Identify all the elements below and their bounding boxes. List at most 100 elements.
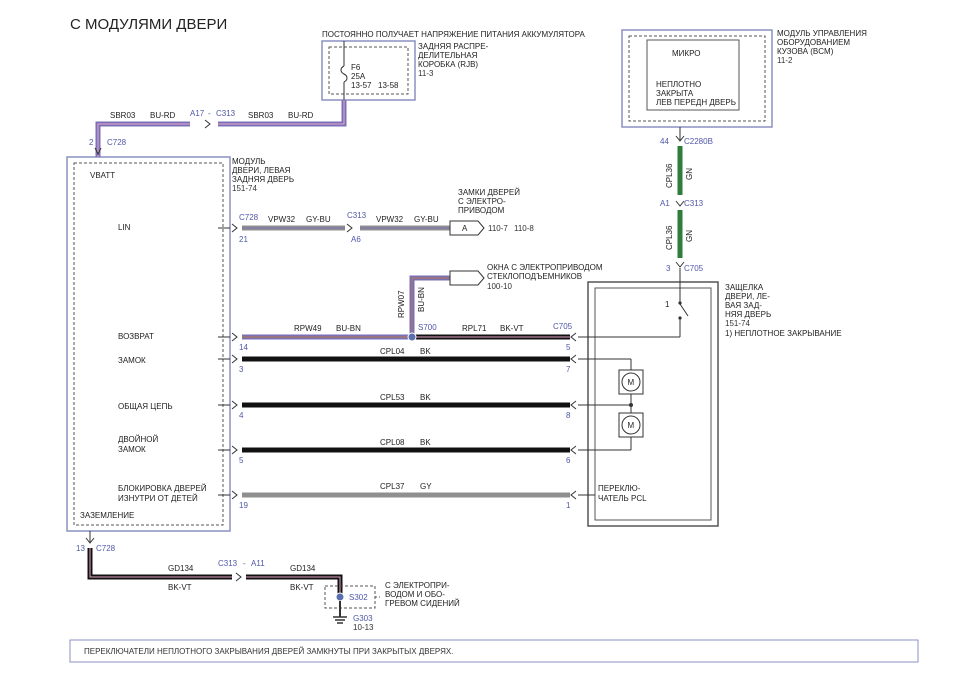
connector-arrow-icon [204, 119, 211, 129]
bcm-inner-line-1: НЕПЛОТНО [656, 80, 701, 89]
rjb-name-line-1: ЗАДНЯЯ РАСПРЕ- [418, 42, 489, 51]
windows-line-1: ОКНА С ЭЛЕКТРОПРИВОДОМ [487, 263, 603, 272]
latch-ref: 151-74 [725, 319, 750, 328]
windows-line-2: СТЕКЛОПОДЪЕМНИКОВ [487, 272, 582, 281]
connector-arrow-icon [231, 400, 238, 410]
bcm-inner-line-2: ЗАКРЫТА [656, 89, 694, 98]
pin-21: 21 [239, 235, 248, 244]
footer-note-box [69, 639, 919, 663]
wire-cpl04: 3 CPL04 BK 7 [218, 347, 577, 374]
motor-icon [621, 372, 641, 392]
connector-arrow-icon [570, 332, 577, 342]
connector-c728-lin: C728 [239, 213, 259, 222]
door-latch: ЗАЩЕЛКА ДВЕРИ, ЛЕ- ВАЯ ЗАД- НЯЯ ДВЕРЬ 15… [578, 281, 842, 527]
wire-cpl53-name: CPL53 [380, 393, 405, 402]
child-lock-label-1: БЛОКИРОВКА ДВЕРЕЙ [118, 484, 207, 493]
latch-footnote: 1) НЕПЛОТНОЕ ЗАКРЫВАНИЕ [725, 329, 842, 338]
wire-gd134-left-stripe [89, 548, 232, 578]
connector-arrow-icon [570, 400, 577, 410]
rjb-name-line-3: КОРОБКА (RJB) [418, 60, 478, 69]
connector-c705-return: C705 [553, 322, 573, 331]
pin-3: 3 [239, 365, 244, 374]
motor1-label: M [628, 378, 635, 387]
connector-dash-2: - [243, 559, 246, 568]
pin-4: 4 [239, 411, 244, 420]
connector-a17: A17 [190, 109, 205, 118]
connector-arrow-icon [570, 445, 577, 455]
bcm-ref: 11-2 [777, 56, 793, 65]
bcm-micro-box [646, 39, 740, 111]
door-locks-line-1: ЗАМКИ ДВЕРЕЙ [458, 188, 520, 197]
bcm-name-line-2: ОБОРУДОВАНИЕМ [777, 38, 850, 47]
wire-cpl36: 44 C2280B CPL36 GN A1 C313 CPL36 GN 3 C7… [660, 127, 713, 282]
door-module-outer-box [66, 156, 231, 532]
door-locks-tag-label: A [462, 224, 468, 233]
connector-arrow-icon [231, 490, 238, 500]
wire-sbr03-right-stripe [218, 100, 345, 125]
latch-switch-pin: 1 [665, 300, 670, 309]
connector-arrow-icon [346, 223, 353, 233]
wire-gd134: 13 C728 GD134 BK-VT C313 - A11 GD134 BK-… [76, 531, 460, 632]
connector-arrow-icon [235, 572, 242, 582]
door-locks-line-2: С ЭЛЕКТРО- [458, 197, 506, 206]
pin-44: 44 [660, 137, 669, 146]
bcm-inner-line-3: ЛЕВ ПЕРЕДН ДВЕРЬ [656, 98, 736, 107]
wire-cpl04-color: BK [420, 347, 431, 356]
child-lock-label-2: ИЗНУТРИ ОТ ДЕТЕЙ [118, 494, 198, 503]
door-module-name-line-3: ЗАДНЯЯ ДВЕРЬ [232, 175, 294, 184]
wire-cpl36-name-upper: CPL36 [665, 163, 674, 188]
connector-a11: A11 [251, 559, 265, 568]
wire-cpl08-color: BK [420, 438, 431, 447]
rjb-pin-a: 13-57 [351, 81, 372, 90]
wire-rpw07-name: RPW07 [397, 290, 406, 318]
door-module-name-line-1: МОДУЛЬ [232, 157, 266, 166]
wire-cpl37-name: CPL37 [380, 482, 405, 491]
wire-vpw32-name-right: VPW32 [376, 215, 404, 224]
wire-rpl71-color: BK-VT [500, 324, 524, 333]
rjb-battery-note: ПОСТОЯННО ПОЛУЧАЕТ НАПРЯЖЕНИЕ ПИТАНИЯ АК… [322, 30, 586, 39]
wire-vpw32-color-right: GY-BU [414, 215, 439, 224]
motor-icon [621, 415, 641, 435]
wire-sbr03: SBR03 BU-RD SBR03 BU-RD A17 - C313 2 C72… [89, 100, 347, 157]
wire-gd134-color-left: BK-VT [168, 583, 192, 592]
door-locks-tag [449, 220, 485, 236]
wire-cpl08-name: CPL08 [380, 438, 405, 447]
lin-label: LIN [118, 223, 131, 232]
connector-c313-top: C313 [216, 109, 236, 118]
connector-c705-latch: C705 [684, 264, 704, 273]
windows-ref: 100-10 [487, 282, 512, 291]
windows-tag [449, 270, 485, 286]
connector-arrow-icon [570, 490, 577, 500]
wire-gd134-color-right: BK-VT [290, 583, 314, 592]
wire-vpw32-color-left: GY-BU [306, 215, 331, 224]
pin-right-7: 7 [566, 365, 571, 374]
splice-s302-label: S302 [349, 593, 368, 602]
connector-c728-vbatt: C728 [107, 138, 127, 147]
vbatt-label: VBATT [90, 171, 115, 180]
latch-name-line-2: ДВЕРИ, ЛЕ- [725, 292, 770, 301]
connector-arrow-icon [675, 200, 685, 207]
connector-arrow-icon [231, 332, 238, 342]
splice-s302 [335, 592, 345, 602]
connector-c728-ground: C728 [96, 544, 116, 553]
wire-cpl08: 5 CPL08 BK 6 [218, 438, 577, 465]
latch-switch-blade [679, 303, 689, 317]
rjb-inner-box [328, 46, 409, 95]
connector-arrow-icon [675, 135, 685, 142]
connector-c313-ground: C313 [218, 559, 238, 568]
wire-rpw49-color: BU-BN [336, 324, 361, 333]
rjb-ref: 11-3 [418, 69, 434, 78]
latch-name-line-1: ЗАЩЕЛКА [725, 283, 764, 292]
splice-s700 [407, 332, 417, 342]
connector-arrow-icon [231, 223, 238, 233]
ground-point-label: G303 [353, 614, 373, 623]
latch-name-line-4: НЯЯ ДВЕРЬ [725, 310, 771, 319]
latch-outer-box [587, 281, 719, 527]
wire-rpw07-stripe [411, 277, 450, 337]
seats-line-3: ГРЕВОМ СИДЕНИЙ [385, 599, 460, 608]
pin-13: 13 [76, 544, 85, 553]
door-module: МОДУЛЬ ДВЕРИ, ЛЕВАЯ ЗАДНЯЯ ДВЕРЬ 151-74 … [66, 156, 294, 532]
door-locks-line-3: ПРИВОДОМ [458, 206, 505, 215]
connector-a6: A6 [351, 235, 361, 244]
wire-rpw07-color: BU-BN [417, 287, 426, 312]
